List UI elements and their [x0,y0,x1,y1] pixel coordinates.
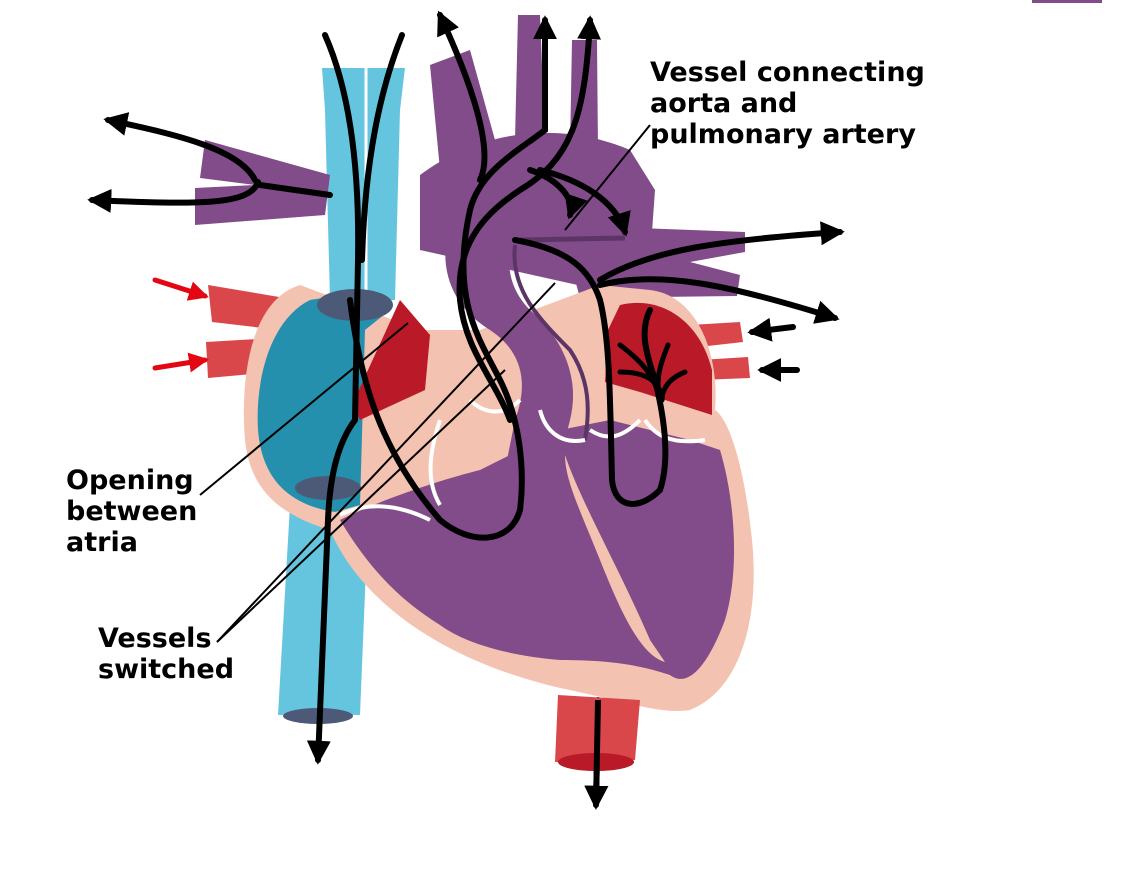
label-vessels-switched: Vessels switched [98,623,234,685]
atrium-flow-lines [617,342,688,403]
label-line: aorta and [650,88,798,119]
ductus-vessel [519,235,626,243]
red-inflow-arrows [152,277,209,373]
shunt-line [512,244,590,441]
flow-lines [87,10,845,810]
label-line: atria [66,527,138,558]
label-vessel-connecting: Vessel connecting aorta and pulmonary ar… [650,57,925,150]
label-line: between [66,496,198,527]
aorta-loop [445,190,574,470]
label-line: switched [98,654,235,685]
red-wedge [352,300,430,420]
corner-accent [1032,0,1102,3]
label-line: Opening [66,465,194,496]
descending-vessel [555,695,640,810]
leader-lines [199,124,651,643]
label-opening-between-atria: Opening between atria [66,465,197,558]
left-atrium [605,302,712,415]
label-line: Vessel connecting [650,57,925,88]
label-line: pulmonary artery [650,119,916,150]
label-line: Vessels [98,623,212,654]
